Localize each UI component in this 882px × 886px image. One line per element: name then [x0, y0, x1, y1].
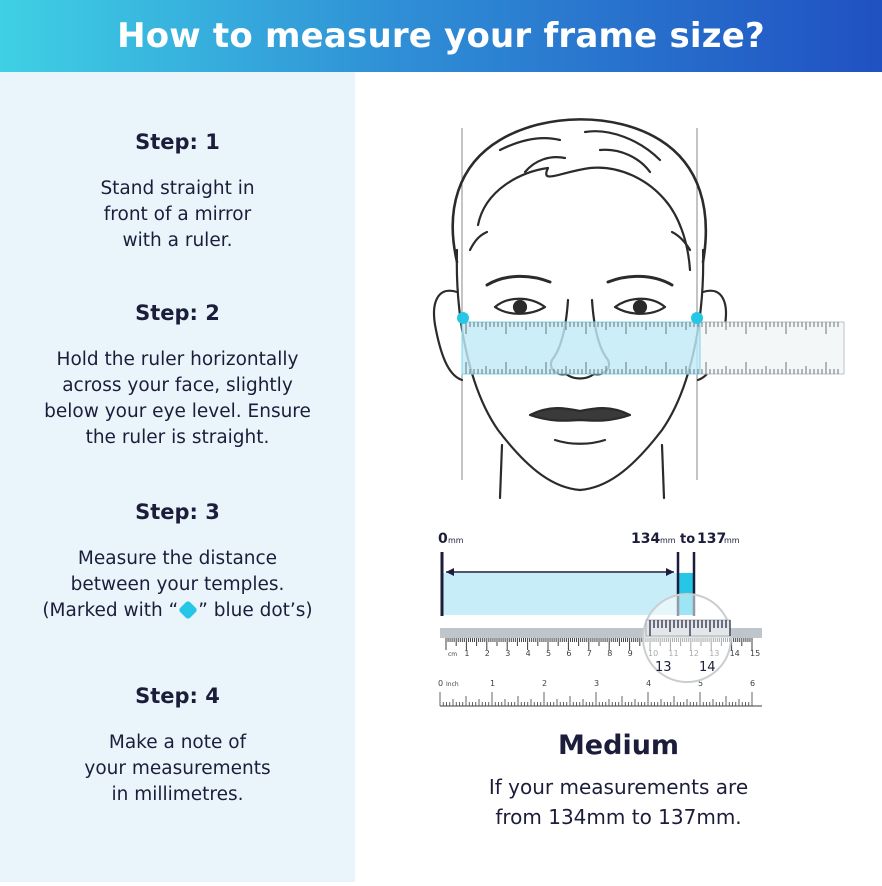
cm-tick-label: 4: [526, 649, 531, 658]
cm-tick-label: 14: [730, 649, 740, 658]
cm-tick-label: 7: [587, 649, 592, 658]
inch-unit-label: Inch: [446, 681, 459, 688]
steps-panel: [0, 72, 355, 882]
page-header: How to measure your frame size?: [0, 0, 882, 72]
step-2-heading: Step: 2: [135, 301, 220, 325]
page-title: How to measure your frame size?: [117, 16, 765, 56]
step-2-text: Hold the ruler horizontally across your …: [44, 349, 311, 448]
cm-tick-label: 2: [485, 649, 490, 658]
inch-tick-label: 0: [438, 679, 443, 688]
face-illustration: [432, 118, 728, 500]
magnifier-icon: 13 14: [642, 593, 732, 683]
step-3-text: Measure the distance between your temple…: [0, 546, 355, 624]
step-3-heading: Step: 3: [135, 500, 220, 524]
ruler-highlight-band: [461, 321, 701, 375]
face-ruler: [461, 321, 845, 375]
step-3-text-start: Measure the distance between your temple…: [42, 548, 285, 621]
inch-tick-label: 1: [490, 679, 495, 688]
size-result-description: If your measurements are from 134mm to 1…: [488, 775, 749, 829]
step-4-heading: Step: 4: [135, 684, 220, 708]
step-4-text: Make a note of your measurements in mill…: [84, 732, 271, 805]
max-unit-label: mm: [724, 536, 740, 545]
cm-tick-label: 5: [546, 649, 551, 658]
min-unit-label: mm: [660, 536, 676, 545]
inch-tick-label: 6: [750, 679, 755, 688]
step-3-text-end: ” blue dot’s): [198, 600, 313, 621]
step-1: Step: 1 Stand straight in front of a mir…: [0, 130, 355, 254]
magnifier-label-14: 14: [699, 660, 716, 675]
zero-unit: mm: [448, 536, 464, 545]
magnifier-label-13: 13: [655, 660, 672, 675]
illustration-svg: 0 mm 134 mm to 137 mm 123456789101112131…: [432, 118, 845, 707]
cm-tick-label: 15: [750, 649, 760, 658]
right-temple-dot-icon: [691, 312, 703, 324]
inch-tick-label: 5: [698, 679, 703, 688]
cm-unit-label: cm: [448, 651, 457, 658]
left-temple-dot-icon: [457, 312, 469, 324]
cm-ruler-bar: [440, 628, 762, 638]
step-1-heading: Step: 1: [135, 130, 220, 154]
inch-tick-label: 3: [594, 679, 599, 688]
distance-fill: [442, 573, 678, 615]
cm-tick-label: 8: [607, 649, 612, 658]
illustration-panel: 0 mm 134 mm to 137 mm 123456789101112131…: [355, 72, 882, 882]
cm-tick-label: 9: [628, 649, 633, 658]
measurement-diagram: 0 mm 134 mm to 137 mm 123456789101112131…: [438, 531, 762, 707]
cm-tick-label: 6: [566, 649, 571, 658]
inch-tick-label: 4: [646, 679, 651, 688]
step-4: Step: 4 Make a note of your measurements…: [0, 684, 355, 808]
inch-tick-label: 2: [542, 679, 547, 688]
step-1-text: Stand straight in front of a mirror with…: [100, 178, 255, 251]
step-3: Step: 3 Measure the distance between you…: [0, 500, 355, 624]
step-2: Step: 2 Hold the ruler horizontally acro…: [0, 301, 355, 451]
min-value-label: 134: [631, 531, 660, 547]
cm-tick-label: 1: [464, 649, 469, 658]
cm-tick-label: 3: [505, 649, 510, 658]
blue-dot-marker-icon: [178, 600, 199, 620]
max-value-label: 137: [697, 531, 726, 547]
size-result-title: Medium: [557, 730, 680, 761]
to-word: to: [680, 532, 695, 547]
zero-label: 0: [438, 531, 448, 547]
